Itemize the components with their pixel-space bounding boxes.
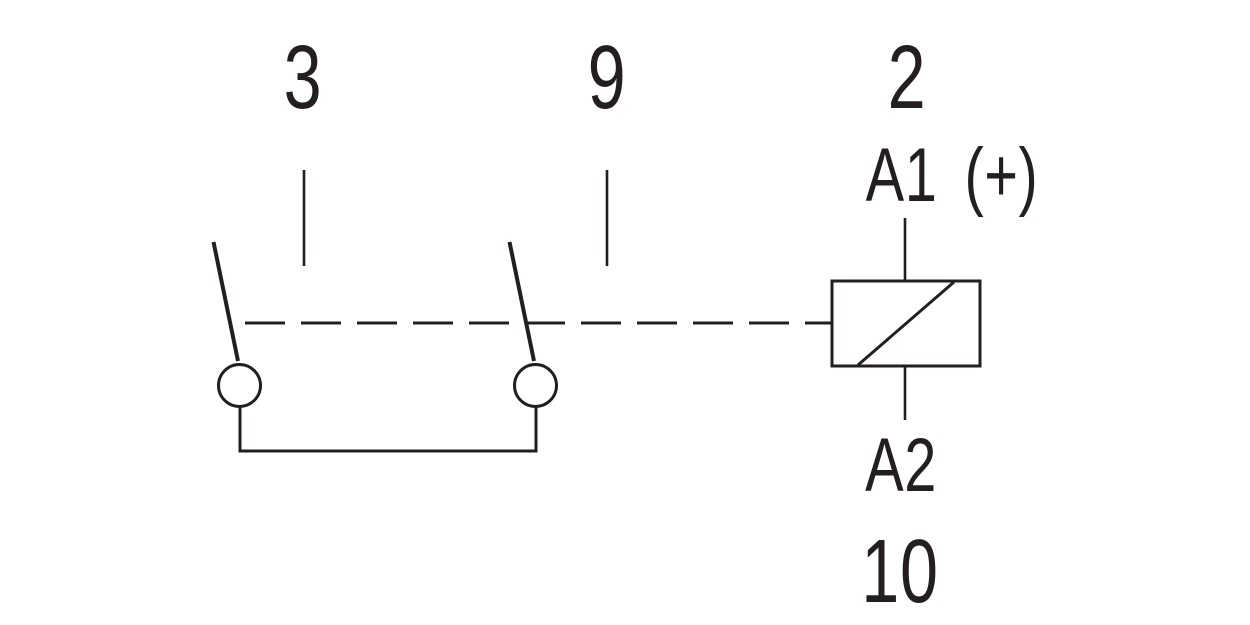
contact-2-lever-line [507, 241, 536, 362]
coil-pin-label-a2: A2 [865, 423, 937, 508]
relay-coil-diagonal-line [857, 280, 955, 367]
contact-1-terminal-circle [217, 363, 262, 408]
contact-1-lever-line [211, 241, 240, 362]
contact-1 [211, 241, 262, 408]
coil-pin-label-a1-plus: A1 (+) [865, 133, 1039, 218]
terminal-label-3: 3 [283, 28, 323, 128]
terminal-label-2: 2 [887, 28, 927, 128]
terminal-label-9: 9 [587, 28, 627, 128]
relay-coil-symbol [830, 279, 982, 368]
contact-bridge-wire [238, 406, 538, 453]
contact-2-terminal-circle [513, 363, 558, 408]
terminal-label-10: 10 [861, 522, 939, 622]
